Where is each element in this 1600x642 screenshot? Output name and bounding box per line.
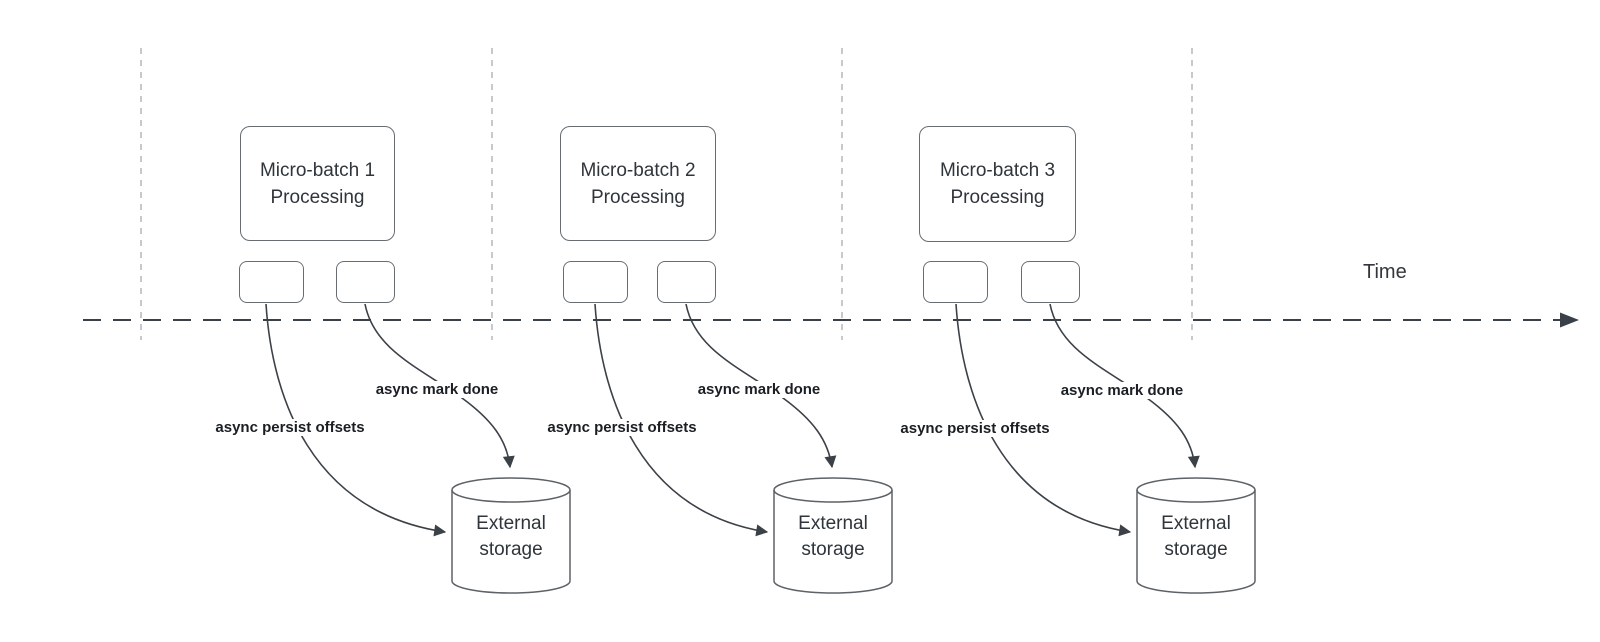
micro-batch-3-title-line1: Micro-batch 3 xyxy=(939,160,1056,181)
micro-batch-3-box: Micro-batch 3 Processing xyxy=(919,126,1076,242)
async-mark-done-label-1: async mark done xyxy=(372,381,502,398)
async-persist-arrow-2 xyxy=(594,303,769,537)
micro-batch-1-title-line1: Micro-batch 1 xyxy=(259,159,376,181)
external-storage-label-2: External storage xyxy=(798,513,868,560)
persist-offsets-task-box-1 xyxy=(239,261,304,303)
async-persist-arrow-3 xyxy=(955,303,1132,537)
time-axis-label: Time xyxy=(1363,261,1407,283)
micro-batch-1-box: Micro-batch 1 Processing xyxy=(240,126,395,241)
micro-batch-1-title-line2: Processing xyxy=(270,186,365,208)
persist-offsets-task-box-3 xyxy=(923,261,988,303)
time-axis-arrowhead-icon xyxy=(1560,312,1579,328)
external-storage-cylinder-3 xyxy=(1136,477,1256,594)
mark-done-task-box-1 xyxy=(336,261,395,303)
async-mark-done-label-2: async mark done xyxy=(694,381,824,398)
micro-batch-3-title-line2: Processing xyxy=(950,187,1045,208)
persist-offsets-task-box-2 xyxy=(563,261,628,303)
async-persist-offsets-label-1: async persist offsets xyxy=(212,419,368,436)
external-storage-cylinder-2 xyxy=(773,477,893,594)
async-persist-arrow-1 xyxy=(265,303,447,537)
async-persist-offsets-label-3: async persist offsets xyxy=(897,420,1053,437)
async-mark-done-label-3: async mark done xyxy=(1057,382,1187,399)
mark-done-task-box-3 xyxy=(1021,261,1080,303)
micro-batch-2-title-line2: Processing xyxy=(591,186,685,208)
async-persist-offsets-label-2: async persist offsets xyxy=(544,419,700,436)
external-storage-label-1: External storage xyxy=(476,513,546,560)
external-storage-cylinder-1 xyxy=(451,477,571,594)
external-storage-label-3: External storage xyxy=(1161,513,1231,560)
mark-done-task-box-2 xyxy=(657,261,716,303)
micro-batch-2-box: Micro-batch 2 Processing xyxy=(560,126,716,241)
micro-batch-2-title-line1: Micro-batch 2 xyxy=(580,159,696,181)
